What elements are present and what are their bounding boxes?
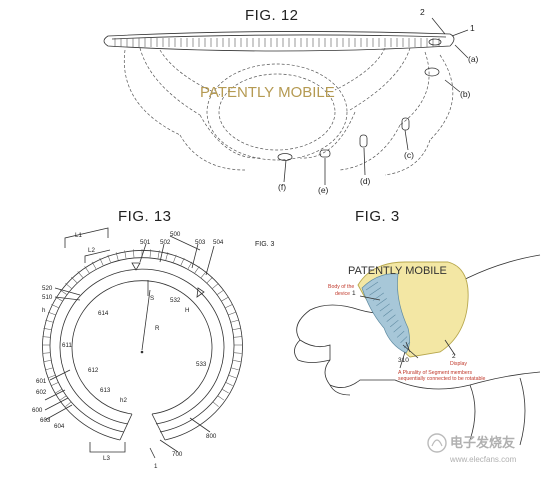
fig12-state-b: (b) xyxy=(460,89,471,99)
fig13-title: FIG. 13 xyxy=(118,208,172,225)
fig3: FIG. 3 PATENTLY MOBILE Body of the devic… xyxy=(294,208,541,446)
fig12-ref-device: 1 xyxy=(470,23,475,33)
ref-800: 800 xyxy=(206,433,217,440)
fig12-title: FIG. 12 xyxy=(245,7,299,24)
ref-604: 604 xyxy=(54,423,65,430)
radius-r: R xyxy=(155,325,160,332)
dim-l3: L3 xyxy=(103,455,110,462)
dim-l2: L2 xyxy=(88,247,95,254)
fig3-display-label: Display xyxy=(450,361,467,367)
fig3-body-label-2: device xyxy=(335,291,350,297)
label-h-left: h xyxy=(42,307,46,314)
bending-states xyxy=(123,47,454,176)
label-s: S xyxy=(150,295,154,302)
site-logo: 电子发烧友 www.elecfans.com xyxy=(427,433,517,464)
curved-bracelet xyxy=(357,261,469,359)
ref-532: 532 xyxy=(170,297,181,304)
fig13-aside: FIG. 3 xyxy=(255,241,275,248)
fig12-state-a: (a) xyxy=(468,54,479,64)
ref-612: 612 xyxy=(88,367,99,374)
label-h: H xyxy=(185,307,189,314)
fig12-state-c: (c) xyxy=(404,150,414,160)
fig3-title: FIG. 3 xyxy=(355,208,400,225)
watermark-top: PATENTLY MOBILE xyxy=(200,84,335,101)
logo-text: 电子发烧友 xyxy=(450,435,515,450)
watermark-fig3: PATENTLY MOBILE xyxy=(348,265,447,277)
ref-611: 611 xyxy=(62,342,72,349)
ref-600: 600 xyxy=(32,407,43,414)
fig3-body-label-1: Body of the xyxy=(328,284,354,290)
ref-501: 501 xyxy=(140,239,151,246)
ref-603: 603 xyxy=(40,417,51,424)
fig12-ref-display: 2 xyxy=(420,7,425,17)
logo-url: www.elecfans.com xyxy=(449,455,517,464)
fig3-display-ref: 2 xyxy=(452,353,456,360)
ref-614: 614 xyxy=(98,310,109,317)
label-h2: h2 xyxy=(120,397,127,404)
fig3-segment-label-1: A Plurality of Segment members xyxy=(398,370,473,376)
ref-601: 601 xyxy=(36,378,47,385)
dim-l1: L1 xyxy=(75,232,82,239)
fig12-state-d: (d) xyxy=(360,176,371,186)
flat-band xyxy=(103,31,455,52)
fig3-body-ref: 1 xyxy=(352,290,356,297)
ref-613: 613 xyxy=(100,387,111,394)
fig12-state-f: (f) xyxy=(278,182,286,192)
fig12: FIG. 12 xyxy=(103,7,479,195)
ref-503: 503 xyxy=(195,239,206,246)
ref-602: 602 xyxy=(36,389,47,396)
label-center-1: 1 xyxy=(154,463,158,470)
fig13: FIG. 13 FIG. 3 L1 xyxy=(32,208,275,470)
ref-700: 700 xyxy=(172,451,183,458)
ref-520: 520 xyxy=(42,285,53,292)
fig3-segment-label-2: sequentially connected to be rotatable xyxy=(398,376,485,382)
fig3-segment-ref: 310 xyxy=(398,357,409,364)
ref-510: 510 xyxy=(42,294,53,301)
ref-502: 502 xyxy=(160,239,171,246)
fig12-state-e: (e) xyxy=(318,185,329,195)
logo-icon xyxy=(427,433,447,453)
ref-533: 533 xyxy=(196,361,207,368)
ref-504: 504 xyxy=(213,239,224,246)
ref-500: 500 xyxy=(170,231,181,238)
